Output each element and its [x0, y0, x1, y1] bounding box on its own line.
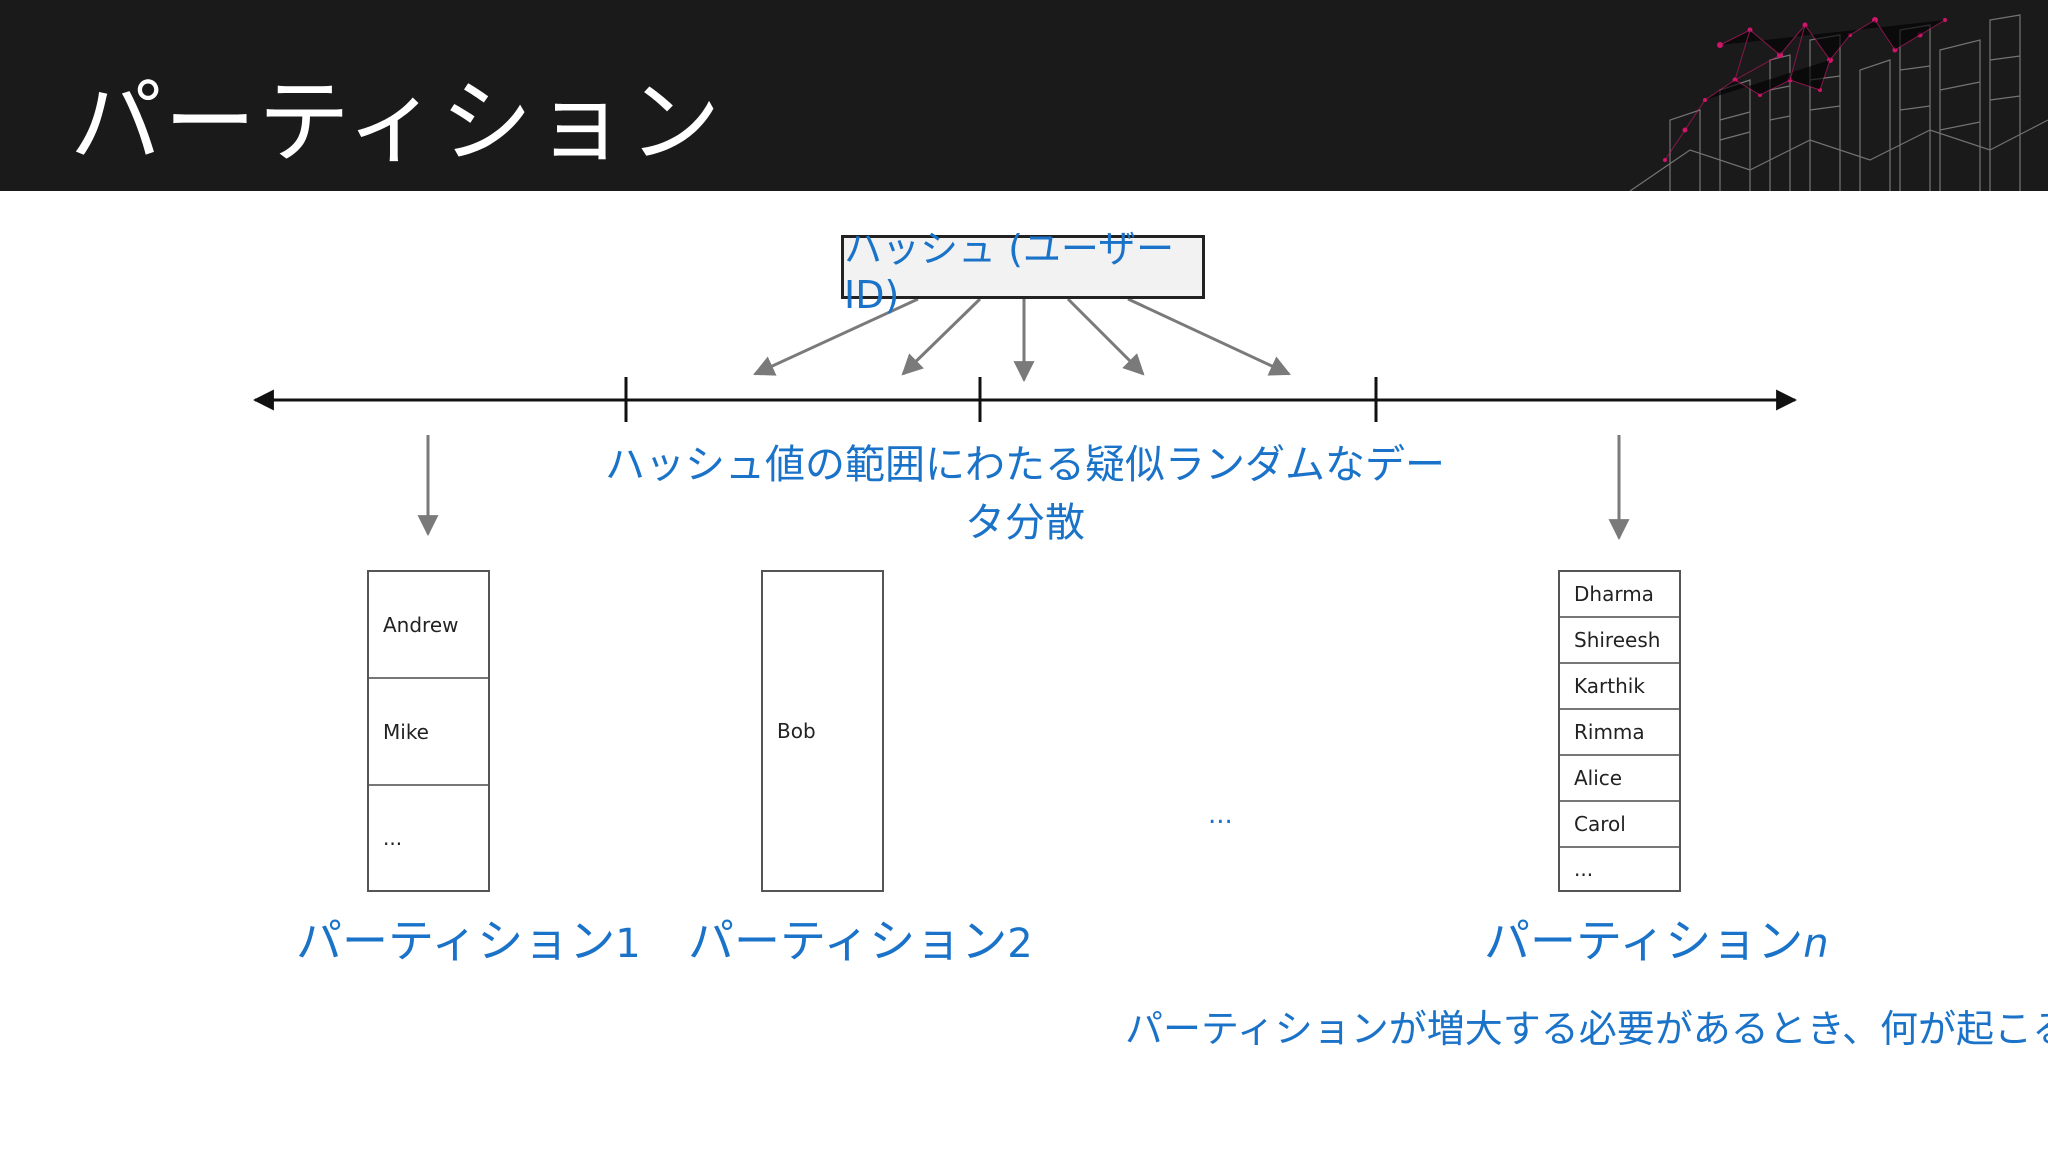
- partition-n-label: パーティションn: [1484, 914, 1829, 968]
- partition-n-cell: Karthik: [1560, 664, 1679, 710]
- partition-n-cell: Carol: [1560, 802, 1679, 848]
- partition-2-box: Bob: [761, 570, 884, 892]
- partition-n-box: Dharma Shireesh Karthik Rimma Alice Caro…: [1558, 570, 1681, 892]
- partition-2-cell: Bob: [777, 719, 816, 743]
- partition-n-cell: Rimma: [1560, 710, 1679, 756]
- partition-1-label: パーティション1: [296, 914, 641, 968]
- partition-1-cell: Andrew: [369, 572, 488, 679]
- city-network-decoration: [1629, 14, 2048, 191]
- slide-title: パーティション: [70, 69, 723, 176]
- hash-arrow-4: [1066, 297, 1145, 376]
- hash-function-box: ハッシュ (ユーザー ID): [841, 227, 1205, 317]
- partition-1-cell: ...: [383, 826, 403, 850]
- partition-n-cell: ...: [1574, 857, 1594, 881]
- partition-n-cell: Shireesh: [1560, 618, 1679, 664]
- partition-n-cell: Dharma: [1560, 572, 1679, 618]
- hash-function-label: ハッシュ (ユーザー ID): [844, 226, 1175, 317]
- hash-arrow-1: [753, 297, 919, 376]
- slide-header: パーティション: [0, 0, 2048, 191]
- more-partitions-ellipsis: ...: [1208, 800, 1233, 830]
- distribution-description: ハッシュ値の範囲にわたる疑似ランダムなデータ分散: [600, 432, 1450, 548]
- hash-arrow-2: [901, 297, 982, 376]
- partition-1-box: Andrew Mike ...: [367, 570, 490, 892]
- partition-1-cell: Mike: [369, 679, 488, 786]
- partition-n-cell: Alice: [1560, 756, 1679, 802]
- hash-arrow-5: [1127, 297, 1291, 376]
- growth-question: パーティションが増大する必要があるとき、何が起こるか?: [1125, 1007, 2048, 1051]
- partition-2-label: パーティション2: [688, 914, 1033, 968]
